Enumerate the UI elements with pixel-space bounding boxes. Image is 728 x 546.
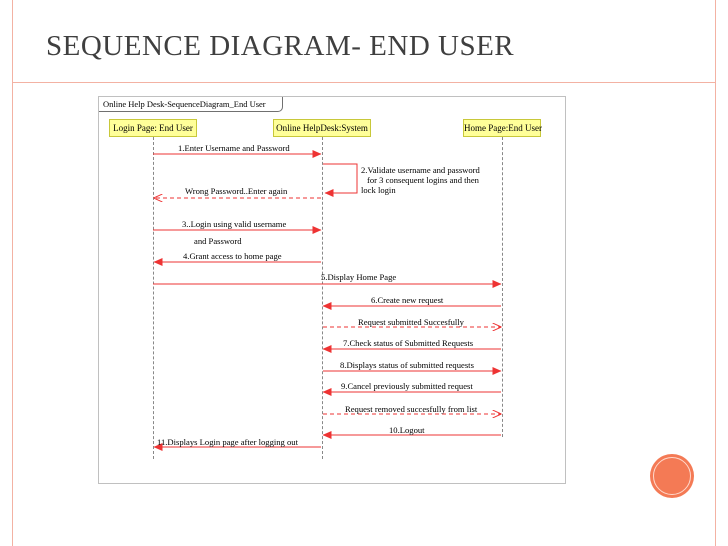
lifeline-helpdesk-system: Online HelpDesk:System [273,119,371,137]
message-11-label: 11.Displays Login page after logging out [157,437,298,447]
slide-title: SEQUENCE DIAGRAM- END USER [46,30,515,62]
lifeline-home-line [502,137,503,437]
sequence-diagram: Online Help Desk-SequenceDiagram_End Use… [98,96,566,484]
message-2-arrow [323,163,358,197]
message-10-label: 10.Logout [389,425,425,435]
message-wrong-password-label: Wrong Password..Enter again [185,186,288,196]
message-8-label: 8.Displays status of submitted requests [340,360,474,370]
lifeline-login-line [153,137,154,459]
message-6-label: 6.Create new request [371,295,444,305]
diagram-frame-label: Online Help Desk-SequenceDiagram_End Use… [99,97,283,112]
message-5-label: 5.Display Home Page [321,272,397,282]
message-9-label: 9.Cancel previously submitted request [341,381,473,391]
message-4-label: 4.Grant access to home page [183,251,282,261]
message-7-label: 7.Check status of Submitted Requests [343,338,474,348]
message-arrows [153,150,502,451]
message-2-label-line2: for 3 consequent logins and then [367,175,479,185]
message-2-label-line1: 2.Validate username and password [361,165,480,175]
message-3-label: 3..Login using valid username [182,219,287,229]
lifeline-system-line [322,137,323,459]
message-2-label: 2.Validate username and password for 3 c… [361,165,480,195]
message-2-label-line3: lock login [361,185,396,195]
message-request-removed-label: Request removed succesfully from list [345,404,478,414]
lifeline-login-page: Login Page: End User [109,119,197,137]
decorative-circle [650,454,694,498]
message-3-label-line2: and Password [194,236,242,246]
message-request-submitted-label: Request submitted Succesfully [358,317,464,327]
slide-frame [12,0,716,546]
message-1-label: 1.Enter Username and Password [178,143,290,153]
title-rule [12,82,716,83]
lifeline-home-page: Home Page:End User [463,119,542,137]
